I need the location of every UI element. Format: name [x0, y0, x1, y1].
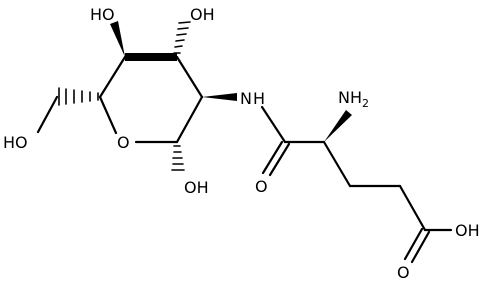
bond-n-carbonyl-c [260, 105, 287, 144]
atom-label-c6-hydroxyl: HO [3, 133, 28, 152]
bond-ring-o-c5 [98, 95, 118, 135]
atom-label-c4-hydroxyl: HO [90, 5, 115, 24]
atom-label-c1-hydroxyl: OH [184, 178, 209, 197]
hash-c5-ch2 [58, 87, 99, 106]
bond-cdelta-o-2 [410, 230, 431, 264]
bond-ch2-oh [36, 95, 59, 134]
atom-label-acid-oxygen: O [397, 263, 410, 282]
wedge-c2-n [202, 93, 237, 101]
bond-carbonyl-c-o-1 [261, 140, 284, 175]
wedge-calpha-nh2 [324, 110, 352, 142]
bond-carbonyl-c-o-2 [268, 142, 291, 177]
wedge-c4-oh [110, 21, 125, 57]
atom-label-amide-nitrogen: N [240, 89, 252, 108]
atom-label-amino-group: NH2 [338, 88, 369, 110]
atom-label-amide-hydrogen: H [253, 89, 265, 108]
atom-label-c3-hydroxyl: OH [190, 5, 215, 24]
atom-label-ring-oxygen: O [117, 133, 130, 152]
bond-cdelta-o-1 [403, 227, 424, 261]
bond-c5-c4 [98, 55, 127, 99]
atom-label-carbonyl-oxygen: O [255, 177, 268, 196]
atom-label-acid-hydroxyl: OH [455, 221, 480, 240]
bond-c2-c1 [175, 95, 204, 144]
bond-c3-c2 [175, 55, 204, 99]
hash-c1-oh [171, 145, 185, 171]
bond-c4-c3-bold [125, 53, 177, 61]
bond-calpha-cbeta [322, 140, 352, 188]
bond-cgamma-cdelta [398, 184, 427, 232]
hash-c3-oh [173, 21, 191, 54]
